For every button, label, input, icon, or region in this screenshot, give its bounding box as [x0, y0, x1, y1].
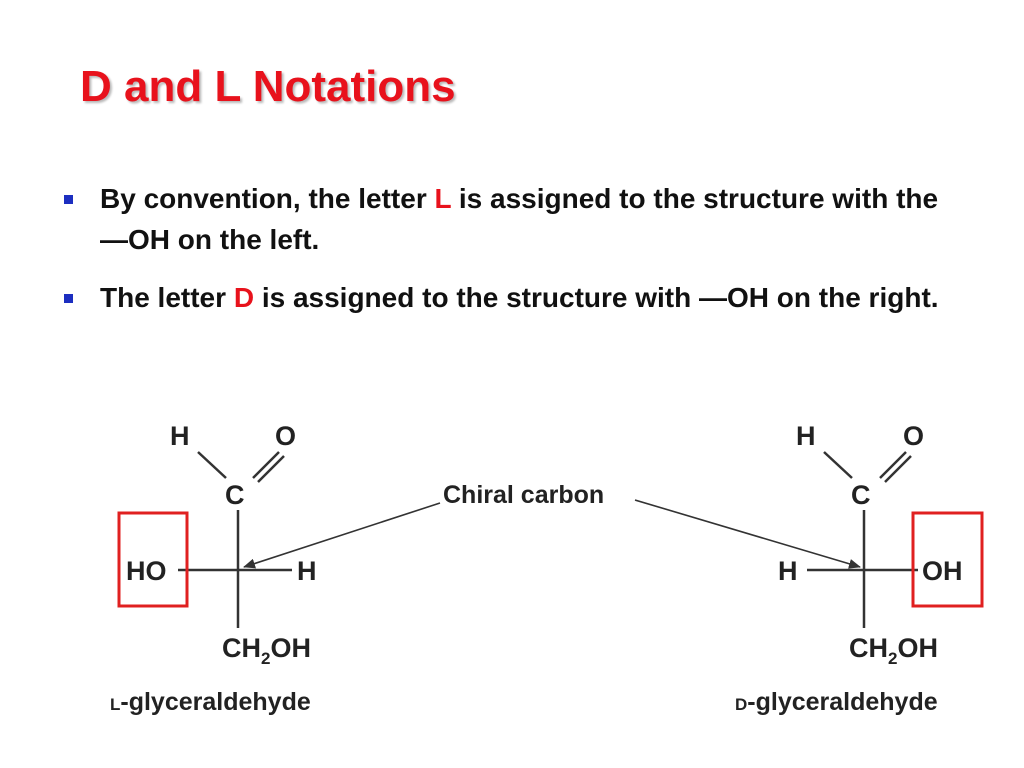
- right-side-h: H: [778, 556, 798, 586]
- right-o-bond-1: [879, 451, 907, 479]
- left-top-o: O: [275, 421, 296, 451]
- chiral-arrow-left: [243, 502, 441, 569]
- left-top-h: H: [170, 421, 190, 451]
- bullet-square-icon: [64, 195, 73, 204]
- left-o-bond-1: [252, 451, 280, 479]
- left-h-bond: [197, 451, 227, 479]
- left-bottom-group: CH2OH: [222, 633, 311, 668]
- left-carbon: C: [225, 480, 245, 510]
- fischer-projection-diagram: H O C HO H CH2OH L-glyceraldehyde Chiral…: [110, 421, 984, 716]
- bullet-item-d: The letter D is assigned to the structur…: [62, 277, 962, 318]
- chiral-arrow-right: [634, 499, 861, 569]
- chiral-carbon-label: Chiral carbon: [443, 481, 604, 509]
- bullet-square-icon: [64, 294, 73, 303]
- right-name-label: D-glyceraldehyde: [735, 688, 938, 716]
- bullet-text-post: is assigned to the structure with —OH on…: [254, 282, 939, 313]
- right-top-h: H: [796, 421, 816, 451]
- right-h-bond: [823, 451, 853, 479]
- left-name-label: L-glyceraldehyde: [110, 688, 311, 716]
- right-oh-highlight-box: [911, 511, 984, 608]
- slide-title: D and L Notations: [80, 62, 456, 111]
- left-side-ho: HO: [126, 556, 167, 586]
- l-glyceraldehyde-structure: H O C HO H CH2OH L-glyceraldehyde: [110, 421, 317, 716]
- right-carbon: C: [851, 480, 871, 510]
- right-bottom-group: CH2OH: [849, 633, 938, 668]
- bullet-text-post: is assigned to the structure with the —O…: [100, 183, 939, 255]
- left-side-h: H: [297, 556, 317, 586]
- letter-l: L: [434, 183, 452, 214]
- left-o-bond-2: [257, 455, 285, 483]
- bullet-text-pre: The letter: [100, 282, 234, 313]
- right-side-oh: OH: [922, 556, 963, 586]
- bullet-list: By convention, the letter L is assigned …: [62, 178, 962, 335]
- bullet-item-l: By convention, the letter L is assigned …: [62, 178, 962, 260]
- left-ho-highlight-box: [117, 511, 189, 608]
- d-glyceraldehyde-structure: H O C H OH CH2OH D-glyceraldehyde: [735, 421, 984, 716]
- right-o-bond-2: [884, 455, 912, 483]
- letter-d: D: [233, 282, 255, 313]
- bullet-text-pre: By convention, the letter: [100, 183, 435, 214]
- right-top-o: O: [903, 421, 924, 451]
